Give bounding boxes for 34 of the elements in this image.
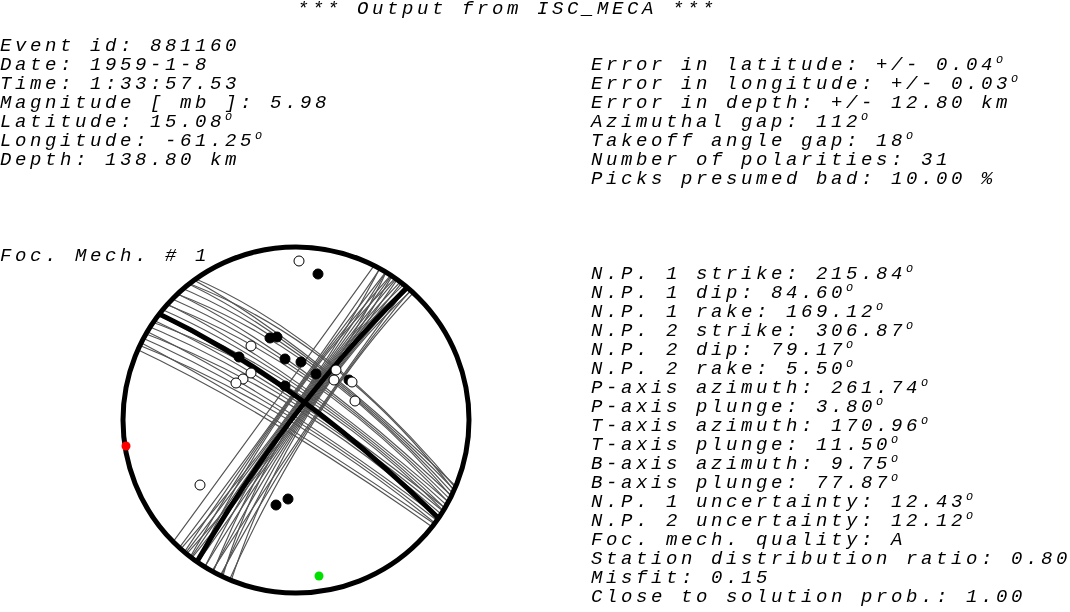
parameter-text: Date: 1959-1-8 [0, 56, 211, 75]
parameter-text: Takeoff angle gap: 18$^{o}$ [591, 132, 917, 151]
parameter-text: Number of polarities: 31 [591, 151, 952, 170]
parameter-text: B-axis plunge: 77.87$^{o}$ [591, 474, 902, 493]
parameter-text: Station distribution ratio: 0.80 [591, 550, 1070, 569]
parameter-text: Longitude: -61.25$^{o}$ [0, 132, 266, 151]
parameter-text: Picks presumed bad: 10.00 % [591, 170, 997, 189]
parameter-text: Misfit: 0.15 [591, 569, 772, 588]
parameter-text: Latitude: 15.08$^{o}$ [0, 113, 236, 132]
parameter-text: Close to solution prob.: 1.00 [591, 588, 1027, 607]
parameter-text: Error in longitude: +/- 0.03$^{o}$ [591, 75, 1022, 94]
parameter-text: N.P. 2 rake: 5.50$^{o}$ [591, 360, 857, 379]
parameter-text: Error in depth: +/- 12.80 km [591, 94, 1012, 113]
parameter-text: Foc. mech. quality: A [591, 531, 907, 550]
title-text: *** Output from ISC_MECA *** [297, 0, 718, 19]
parameter-text: Time: 1:33:57.53 [0, 75, 241, 94]
parameter-text: P-axis azimuth: 261.74$^{o}$ [591, 379, 932, 398]
parameter-text: B-axis azimuth: 9.75$^{o}$ [591, 455, 902, 474]
parameter-text: T-axis plunge: 11.50$^{o}$ [591, 436, 902, 455]
parameter-text: Error in latitude: +/- 0.04$^{o}$ [591, 56, 1007, 75]
parameter-text: N.P. 2 uncertainty: 12.12$^{o}$ [591, 512, 977, 531]
parameter-text: N.P. 1 uncertainty: 12.43$^{o}$ [591, 493, 977, 512]
parameter-text: N.P. 1 strike: 215.84$^{o}$ [591, 265, 917, 284]
parameter-text: N.P. 1 rake: 169.12$^{o}$ [591, 303, 887, 322]
parameter-text: P-axis plunge: 3.80$^{o}$ [591, 398, 887, 417]
parameter-text: N.P. 2 strike: 306.87$^{o}$ [591, 322, 917, 341]
parameter-text: Foc. Mech. # 1 [0, 247, 211, 266]
parameter-text: Depth: 138.80 km [0, 151, 241, 170]
parameter-text: N.P. 2 dip: 79.17$^{o}$ [591, 341, 857, 360]
parameter-text: Magnitude [ mb ]: 5.98 [0, 94, 331, 113]
parameter-text: Event id: 881160 [0, 37, 241, 56]
parameter-text: Azimuthal gap: 112$^{o}$ [591, 113, 872, 132]
parameter-text: N.P. 1 dip: 84.60$^{o}$ [591, 284, 857, 303]
parameter-text: T-axis azimuth: 170.96$^{o}$ [591, 417, 932, 436]
